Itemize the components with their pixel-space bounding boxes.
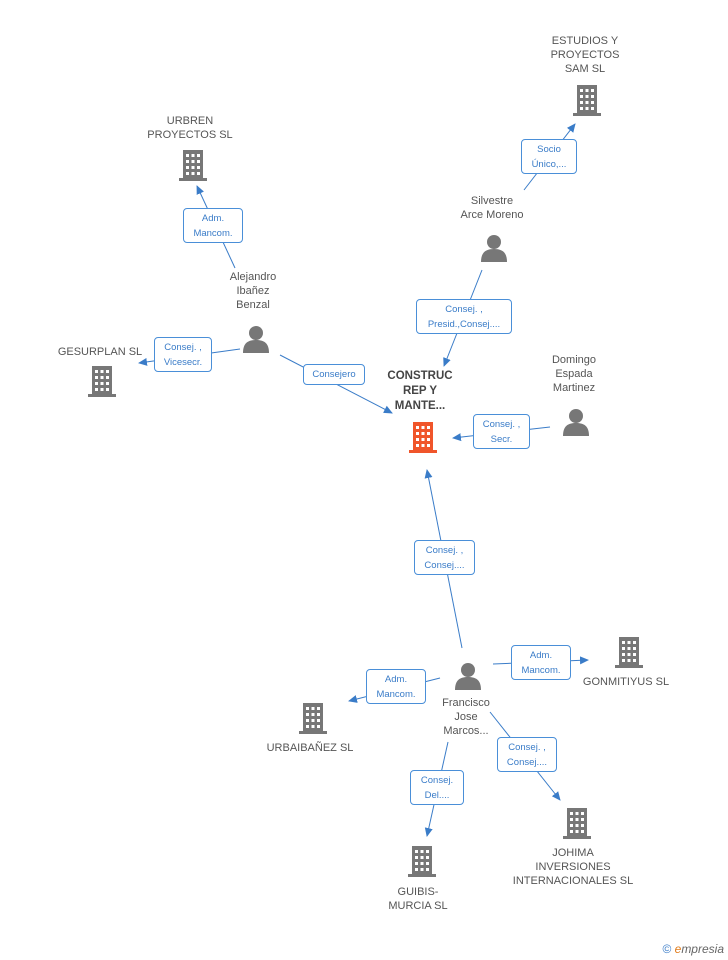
node-label-estudios[interactable]: ESTUDIOS Y PROYECTOS SAM SL — [550, 35, 620, 75]
person-icon[interactable] — [481, 235, 507, 262]
node-label-construc[interactable]: CONSTRUC REP Y MANTE... — [387, 370, 453, 412]
building-icon[interactable] — [573, 85, 601, 116]
building-icon[interactable] — [563, 808, 591, 839]
brand-logo-text: mpresia — [681, 942, 724, 956]
relation-box[interactable]: Consej. , Consej.... — [497, 737, 557, 772]
relation-box[interactable]: Consej. , Consej.... — [414, 540, 475, 575]
building-icon[interactable] — [408, 846, 436, 877]
relation-box[interactable]: Socio Único,... — [521, 139, 577, 174]
brand-logo-e: e — [674, 942, 682, 956]
copyright-icon: © — [662, 942, 672, 956]
person-icon[interactable] — [455, 663, 481, 690]
relation-box[interactable]: Adm. Mancom. — [511, 645, 571, 680]
building-icon[interactable] — [299, 703, 327, 734]
node-label-johima[interactable]: JOHIMA INVERSIONES INTERNACIONALES SL — [512, 847, 634, 887]
node-label-gonmitiyus[interactable]: GONMITIYUS SL — [582, 676, 670, 688]
node-label-gesurplan[interactable]: GESURPLAN SL — [57, 346, 143, 358]
person-icon[interactable] — [243, 326, 269, 353]
relation-box[interactable]: Consej. , Vicesecr. — [154, 337, 212, 372]
building-icon[interactable] — [409, 422, 437, 453]
relation-box[interactable]: Consej. Del.... — [410, 770, 464, 805]
node-label-alejandro[interactable]: Alejandro Ibañez Benzal — [229, 271, 277, 311]
relation-box[interactable]: Adm. Mancom. — [366, 669, 426, 704]
node-label-francisco[interactable]: Francisco Jose Marcos... — [442, 697, 490, 737]
node-label-silvestre[interactable]: Silvestre Arce Moreno — [460, 195, 524, 221]
node-label-urbren[interactable]: URBREN PROYECTOS SL — [147, 115, 233, 141]
relation-box[interactable]: Consejero — [303, 364, 365, 385]
building-icon[interactable] — [88, 366, 116, 397]
node-label-guibis[interactable]: GUIBIS- MURCIA SL — [388, 886, 448, 912]
relation-box[interactable]: Consej. , Secr. — [473, 414, 530, 449]
building-icon[interactable] — [179, 150, 207, 181]
node-label-domingo[interactable]: Domingo Espada Martinez — [551, 354, 597, 394]
building-icon[interactable] — [615, 637, 643, 668]
person-icon[interactable] — [563, 409, 589, 436]
brand-footer: © empresia — [662, 942, 724, 956]
relation-box[interactable]: Adm. Mancom. — [183, 208, 243, 243]
node-label-urbaibanez[interactable]: URBAIBAÑEZ SL — [266, 742, 354, 754]
relation-box[interactable]: Consej. , Presid.,Consej.... — [416, 299, 512, 334]
